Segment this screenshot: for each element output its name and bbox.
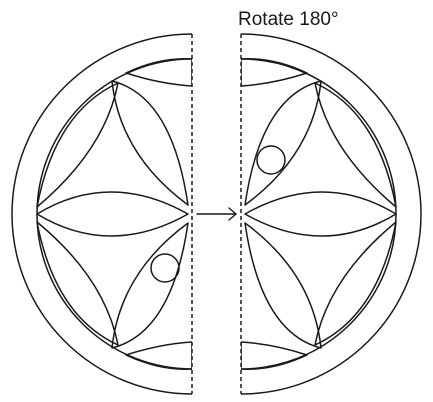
left-middle-petal <box>37 192 188 236</box>
right-marker-circle <box>257 146 285 174</box>
right-upper-petal-inner <box>245 81 321 205</box>
left-upper-petal-inner <box>112 81 188 205</box>
right-upper-petal-outer <box>315 83 396 207</box>
left-marker-circle <box>151 254 179 282</box>
right-half <box>61 34 421 394</box>
left-half <box>12 34 372 394</box>
right-lower-petal-outer <box>315 222 396 345</box>
right-middle-petal <box>245 192 396 236</box>
left-lower-petal-inner <box>112 223 188 348</box>
rotate-label: Rotate 180° <box>238 9 339 30</box>
left-upper-petal-outer <box>37 83 118 207</box>
right-lower-petal-inner <box>245 223 321 348</box>
right-outer-ring <box>61 34 421 394</box>
left-lower-petal-outer <box>37 222 118 345</box>
right-arrow-icon <box>197 208 236 220</box>
left-outer-ring <box>12 34 372 394</box>
